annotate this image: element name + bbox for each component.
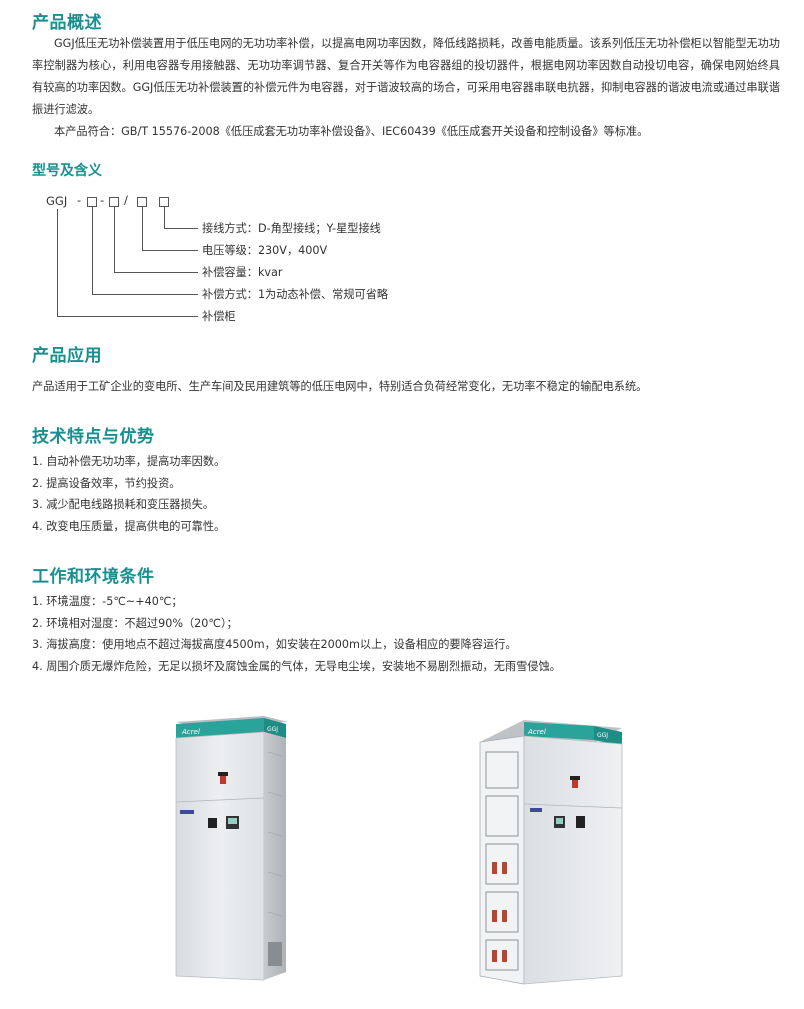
list-item: 4. 周围介质无爆炸危险，无足以损坏及腐蚀金属的气体，无导电尘埃，安装地不易剧烈…: [32, 660, 561, 674]
cabinet-model-tag: GGJ: [267, 726, 278, 733]
label-compensation-mode: 补偿方式：1为动态补偿、常规可省略: [202, 288, 389, 301]
conditions-title: 工作和环境条件: [32, 567, 155, 587]
switch-handle-icon: [220, 774, 226, 784]
list-item: 3. 减少配电线路损耗和变压器损失。: [32, 498, 215, 512]
meter-icon: [208, 818, 217, 828]
open-meter-icon: [576, 816, 585, 828]
cabinet-brand-text: Acrel: [181, 728, 200, 736]
model-dash-1: -: [77, 193, 82, 207]
leader-cabinet-v: [57, 209, 58, 316]
list-item: 2. 环境相对湿度：不超过90%（20℃）；: [32, 616, 238, 630]
label-wiring: 接线方式：D-角型接线；Y-星型接线: [202, 222, 381, 235]
open-nameplate-icon: [530, 808, 542, 812]
conditions-list: 1. 环境温度：-5℃~+40℃； 2. 环境相对湿度：不超过90%（20℃）；…: [32, 591, 561, 678]
leader-voltage-v: [142, 207, 143, 250]
overview-title: 产品概述: [32, 13, 102, 33]
features-title: 技术特点与优势: [32, 427, 155, 447]
list-item: 3. 海拔高度：使用地点不超过海拔高度4500m，如安装在2000m以上，设备相…: [32, 638, 517, 652]
model-box-mode: [87, 197, 97, 207]
overview-paragraph: GGJ低压无功补偿装置用于低压电网的无功功率补偿，以提高电网功率因数，降低线路损…: [32, 37, 780, 116]
leader-mode-h: [92, 294, 198, 295]
application-title: 产品应用: [32, 346, 102, 366]
label-cabinet: 补偿柜: [202, 310, 236, 323]
cabinet-open-photo: Acrel GGJ: [479, 720, 623, 985]
leader-capacity-v: [114, 207, 115, 272]
model-box-capacity: [109, 197, 119, 207]
leader-wiring-v: [164, 207, 165, 228]
cabinet-closed-photo: Acrel GGJ: [175, 716, 288, 981]
leader-cabinet-h: [57, 316, 198, 317]
open-cabinet-brand-text: Acrel: [527, 728, 546, 736]
list-item: 4. 改变电压质量，提高供电的可靠性。: [32, 520, 226, 534]
model-code-prefix: GGJ: [46, 194, 68, 208]
label-capacity: 补偿容量：kvar: [202, 266, 283, 279]
leader-capacity-h: [114, 272, 198, 273]
model-slash: /: [124, 193, 128, 207]
features-list: 1. 自动补偿无功功率，提高功率因数。 2. 提高设备效率，节约投资。 3. 减…: [32, 451, 225, 538]
nameplate-icon: [180, 810, 194, 814]
label-voltage: 电压等级：230V，400V: [202, 244, 328, 257]
standards-paragraph: 本产品符合：GB/T 15576-2008《低压成套无功功率补偿设备》、IEC6…: [54, 125, 649, 138]
application-text: 产品适用于工矿企业的变电所、生产车间及民用建筑等的低压电网中，特别适合负荷经常变…: [32, 380, 648, 393]
list-item: 2. 提高设备效率，节约投资。: [32, 476, 181, 490]
model-title: 型号及含义: [32, 163, 102, 179]
list-item: 1. 自动补偿无功功率，提高功率因数。: [32, 455, 226, 468]
open-switch-handle-icon: [572, 778, 578, 788]
model-dash-2: -: [100, 193, 105, 207]
leader-voltage-h: [142, 250, 198, 251]
list-item: 1. 环境温度：-5℃~+40℃；: [32, 595, 183, 608]
leader-mode-v: [92, 207, 93, 294]
model-box-voltage: [137, 197, 147, 207]
open-cabinet-model-tag: GGJ: [597, 732, 608, 739]
leader-wiring-h: [164, 228, 198, 229]
model-box-wiring: [159, 197, 169, 207]
